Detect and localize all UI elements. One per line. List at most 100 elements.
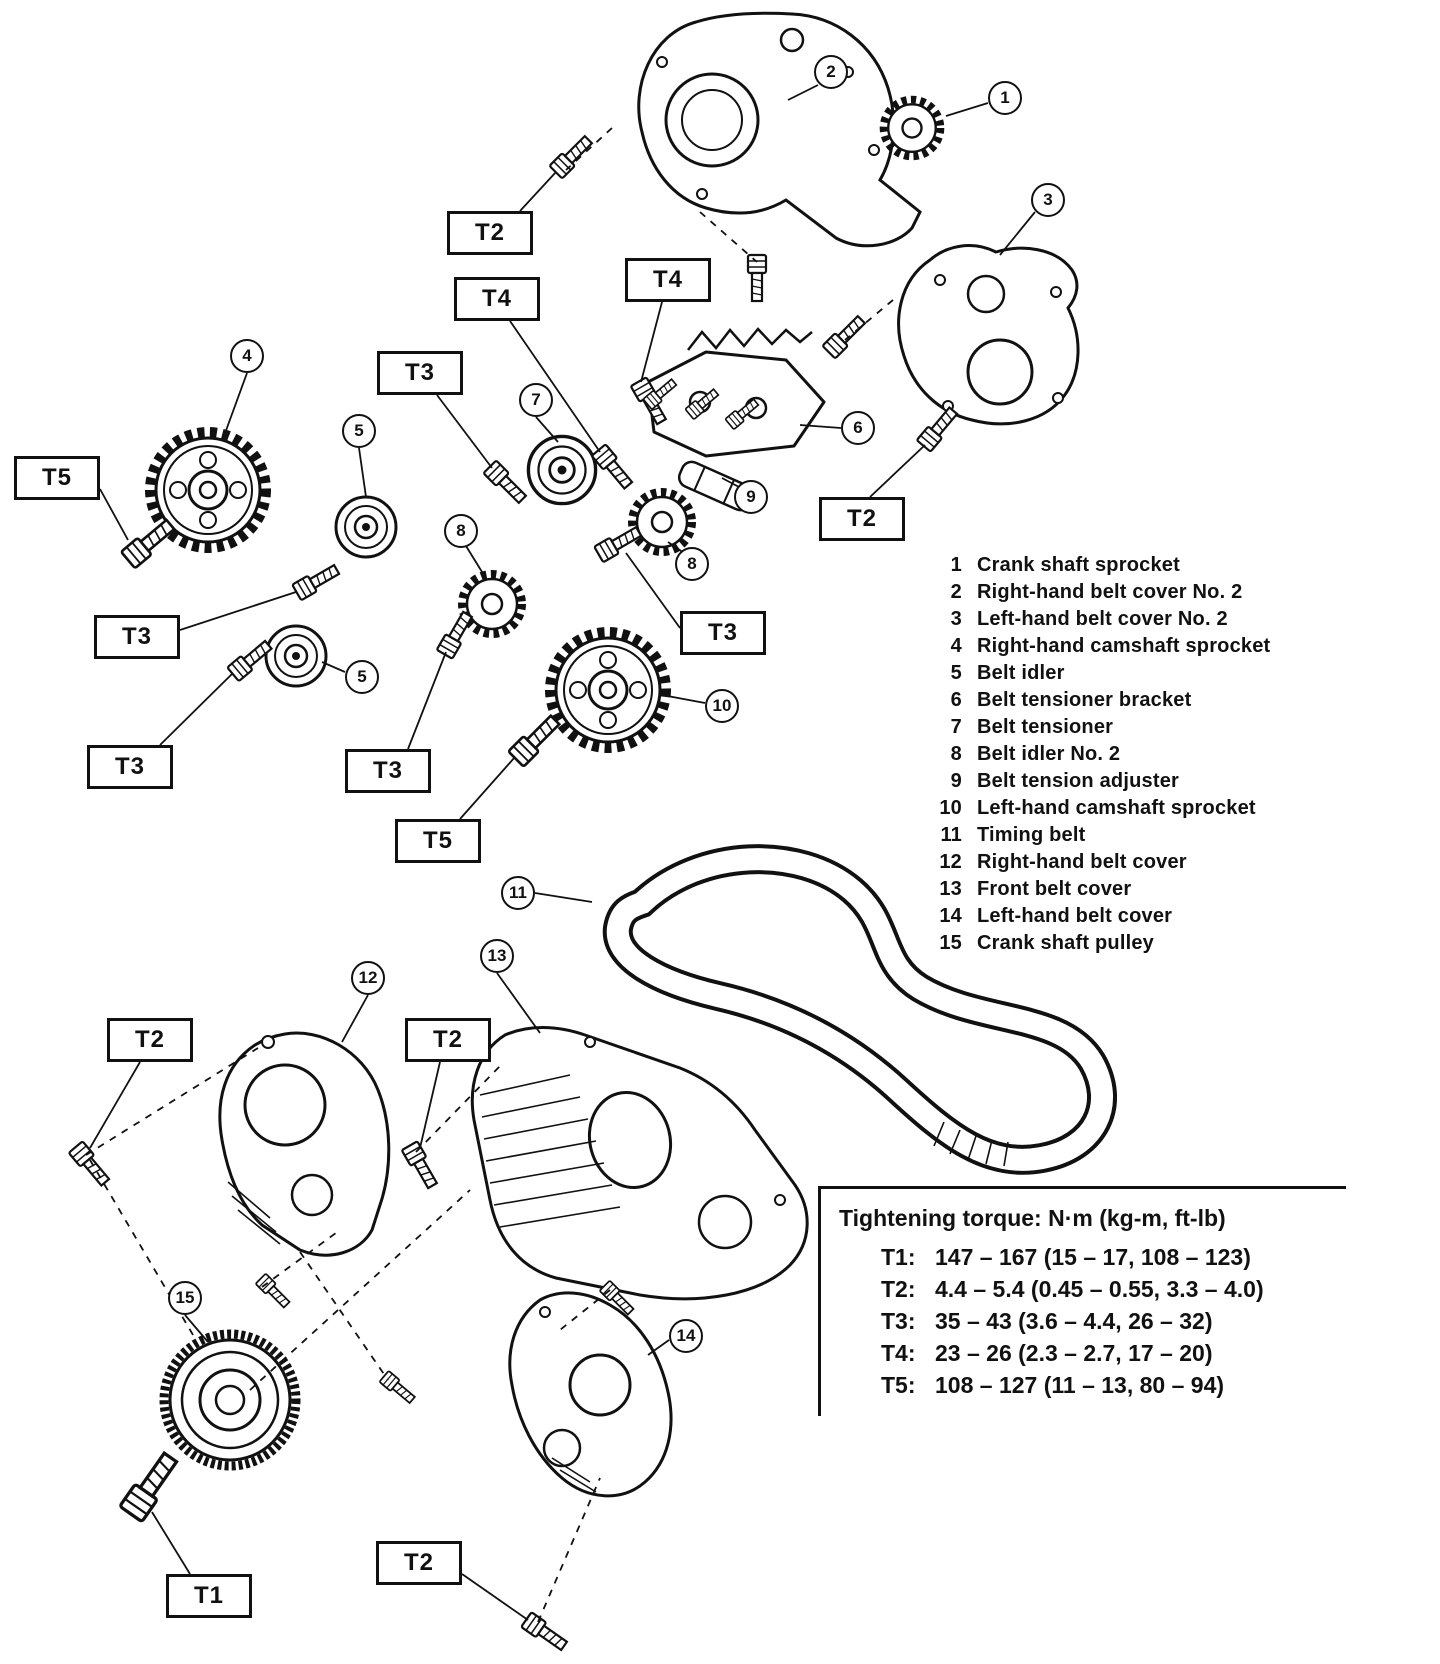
torque-callout-t4-left: T4 xyxy=(454,277,540,321)
torque-row-label: T3: xyxy=(881,1308,916,1334)
part-callout-3: 3 xyxy=(1031,183,1065,217)
torque-row-t4: T4:23 – 26 (2.3 – 2.7, 17 – 20) xyxy=(881,1340,1346,1367)
legend-name: Belt idler xyxy=(977,662,1065,684)
part-callout-12: 12 xyxy=(351,961,385,995)
legend-row: 5 Belt idler xyxy=(920,660,1270,687)
torque-callout-t2-lower-left: T2 xyxy=(107,1018,193,1062)
legend-num: 3 xyxy=(950,608,962,630)
crank-shaft-pulley-drawing xyxy=(164,1334,296,1466)
torque-row-label: T2: xyxy=(881,1276,916,1302)
torque-table-title: Tightening torque: N·m (kg-m, ft-lb) xyxy=(839,1205,1226,1231)
torque-callout-t3-upper: T3 xyxy=(377,351,463,395)
legend-name: Left-hand camshaft sprocket xyxy=(977,797,1256,819)
torque-row-value: 35 – 43 (3.6 – 4.4, 26 – 32) xyxy=(935,1308,1213,1334)
right-hand-belt-cover-drawing xyxy=(218,1031,391,1257)
legend-row: 10 Left-hand camshaft sprocket xyxy=(920,795,1270,822)
torque-callout-t3-lower-left: T3 xyxy=(87,745,173,789)
leader-lines xyxy=(89,84,1036,1621)
legend-row: 11 Timing belt xyxy=(920,822,1270,849)
legend-row: 12 Right-hand belt cover xyxy=(920,849,1270,876)
timing-belt-drawing xyxy=(602,844,1117,1175)
belt-idler-no2-b-drawing xyxy=(632,492,692,552)
torque-callout-t4-right: T4 xyxy=(625,258,711,302)
legend-num: 1 xyxy=(950,554,962,576)
left-hand-belt-cover-no2-drawing xyxy=(897,244,1080,426)
torque-callout-t3-lower-mid: T3 xyxy=(345,749,431,793)
torque-callout-t2-bottom: T2 xyxy=(376,1541,462,1585)
legend-num: 2 xyxy=(950,581,962,603)
torque-callout-t2-lower-mid: T2 xyxy=(405,1018,491,1062)
part-callout-5b: 5 xyxy=(345,660,379,694)
torque-callout-t2-top: T2 xyxy=(447,211,533,255)
legend-row: 2 Right-hand belt cover No. 2 xyxy=(920,579,1270,606)
legend-num: 10 xyxy=(939,797,962,819)
torque-row-value: 147 – 167 (15 – 17, 108 – 123) xyxy=(935,1244,1251,1270)
legend-num: 4 xyxy=(950,635,962,657)
torque-callout-t5-left: T5 xyxy=(14,456,100,500)
belt-idler-2-drawing xyxy=(264,624,328,688)
part-callout-5a: 5 xyxy=(342,414,376,448)
part-callout-15: 15 xyxy=(168,1281,202,1315)
part-callout-11: 11 xyxy=(501,876,535,910)
part-callout-9: 9 xyxy=(734,480,768,514)
front-belt-cover-drawing xyxy=(470,1026,809,1301)
legend-row: 3 Left-hand belt cover No. 2 xyxy=(920,606,1270,633)
part-callout-10: 10 xyxy=(705,689,739,723)
legend-num: 7 xyxy=(950,716,962,738)
part-callout-8b: 8 xyxy=(675,547,709,581)
legend-num: 8 xyxy=(950,743,962,765)
legend-name: Belt tension adjuster xyxy=(977,770,1180,792)
part-callout-1: 1 xyxy=(988,81,1022,115)
legend-name: Left-hand belt cover No. 2 xyxy=(977,608,1228,630)
belt-idler-1-drawing xyxy=(334,495,398,559)
belt-idler-no2-a-drawing xyxy=(462,574,522,634)
legend-name: Belt tensioner xyxy=(977,716,1114,738)
legend-row: 6 Belt tensioner bracket xyxy=(920,687,1270,714)
torque-row-label: T1: xyxy=(881,1244,916,1270)
legend-row: 1 Crank shaft sprocket xyxy=(920,552,1270,579)
legend-num: 5 xyxy=(950,662,962,684)
torque-row-t2: T2: 4.4 – 5.4 (0.45 – 0.55, 3.3 – 4.0) xyxy=(881,1276,1346,1303)
belt-tensioner-drawing xyxy=(526,434,598,506)
part-callout-6: 6 xyxy=(841,411,875,445)
torque-callout-t3-mid-right: T3 xyxy=(680,611,766,655)
legend-num: 14 xyxy=(939,905,962,927)
legend-name: Right-hand belt cover xyxy=(977,851,1187,873)
left-hand-belt-cover-drawing xyxy=(508,1291,673,1498)
legend-name: Belt idler No. 2 xyxy=(977,743,1121,765)
torque-callout-t2-mid-right: T2 xyxy=(819,497,905,541)
legend-name: Crank shaft pulley xyxy=(977,932,1154,954)
legend-name: Front belt cover xyxy=(977,878,1132,900)
part-callout-2: 2 xyxy=(814,55,848,89)
torque-row-label: T5: xyxy=(881,1372,916,1398)
legend-num: 11 xyxy=(940,824,962,846)
legend-name: Timing belt xyxy=(977,824,1086,846)
legend-num: 12 xyxy=(939,851,962,873)
legend-name: Right-hand camshaft sprocket xyxy=(977,635,1271,657)
legend-num: 6 xyxy=(950,689,962,711)
legend-name: Belt tensioner bracket xyxy=(977,689,1192,711)
legend-name: Crank shaft sprocket xyxy=(977,554,1180,576)
legend-row: 4 Right-hand camshaft sprocket xyxy=(920,633,1271,660)
legend-row: 8 Belt idler No. 2 xyxy=(920,741,1270,768)
torque-row-t3: T3: 35 – 43 (3.6 – 4.4, 26 – 32) xyxy=(881,1308,1346,1335)
right-hand-belt-cover-no2-drawing xyxy=(637,11,922,248)
torque-row-value: 4.4 – 5.4 (0.45 – 0.55, 3.3 – 4.0) xyxy=(935,1276,1264,1302)
legend-num: 15 xyxy=(939,932,962,954)
torque-callout-t1-bottom: T1 xyxy=(166,1574,252,1618)
torque-row-t1: T1: 147 – 167 (15 – 17, 108 – 123) xyxy=(881,1244,1346,1271)
legend-name: Right-hand belt cover No. 2 xyxy=(977,581,1243,603)
torque-table: Tightening torque: N·m (kg-m, ft-lb) T1:… xyxy=(818,1186,1346,1416)
torque-row-value: 23 – 26 (2.3 – 2.7, 17 – 20) xyxy=(935,1340,1213,1366)
legend-num: 13 xyxy=(939,878,962,900)
legend-row: 7 Belt tensioner xyxy=(920,714,1270,741)
torque-callout-t3-mid-left: T3 xyxy=(94,615,180,659)
part-callout-14: 14 xyxy=(669,1319,703,1353)
belt-tensioner-bracket-drawing xyxy=(646,327,826,458)
legend-row: 13 Front belt cover xyxy=(920,876,1270,903)
